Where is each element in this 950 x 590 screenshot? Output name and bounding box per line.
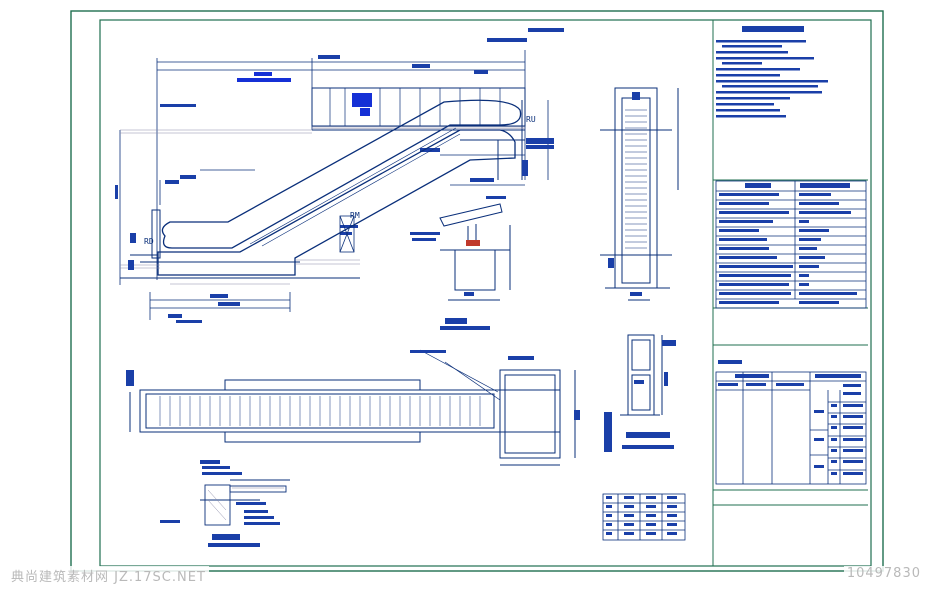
escalator-plan: [126, 349, 580, 466]
escalator-elevation: RD RU RM: [115, 28, 564, 323]
pit-section: [604, 334, 676, 452]
inner-frame: [99, 19, 872, 567]
small-table-text: [606, 496, 677, 535]
escalator-end-section: [600, 87, 679, 301]
watermark-code: 10497830: [843, 566, 924, 581]
schedule-table-text: [718, 374, 863, 475]
label-rd: RD: [144, 237, 154, 246]
watermark-site: 典尚建筑素材网 JZ.17SC.NET: [8, 566, 209, 585]
outer-frame: [70, 10, 884, 572]
general-notes: [716, 26, 828, 118]
plan-steps: [159, 396, 481, 426]
parameter-table-text: [719, 183, 857, 304]
small-table: [602, 493, 686, 541]
label-ru: RU: [526, 115, 536, 124]
label-rm: RM: [350, 211, 360, 220]
parameter-table: [715, 180, 867, 309]
schedule-table: [715, 371, 867, 485]
support-detail: [410, 196, 511, 330]
comb-plate-detail: [160, 460, 290, 547]
schedule-label: [718, 360, 742, 364]
